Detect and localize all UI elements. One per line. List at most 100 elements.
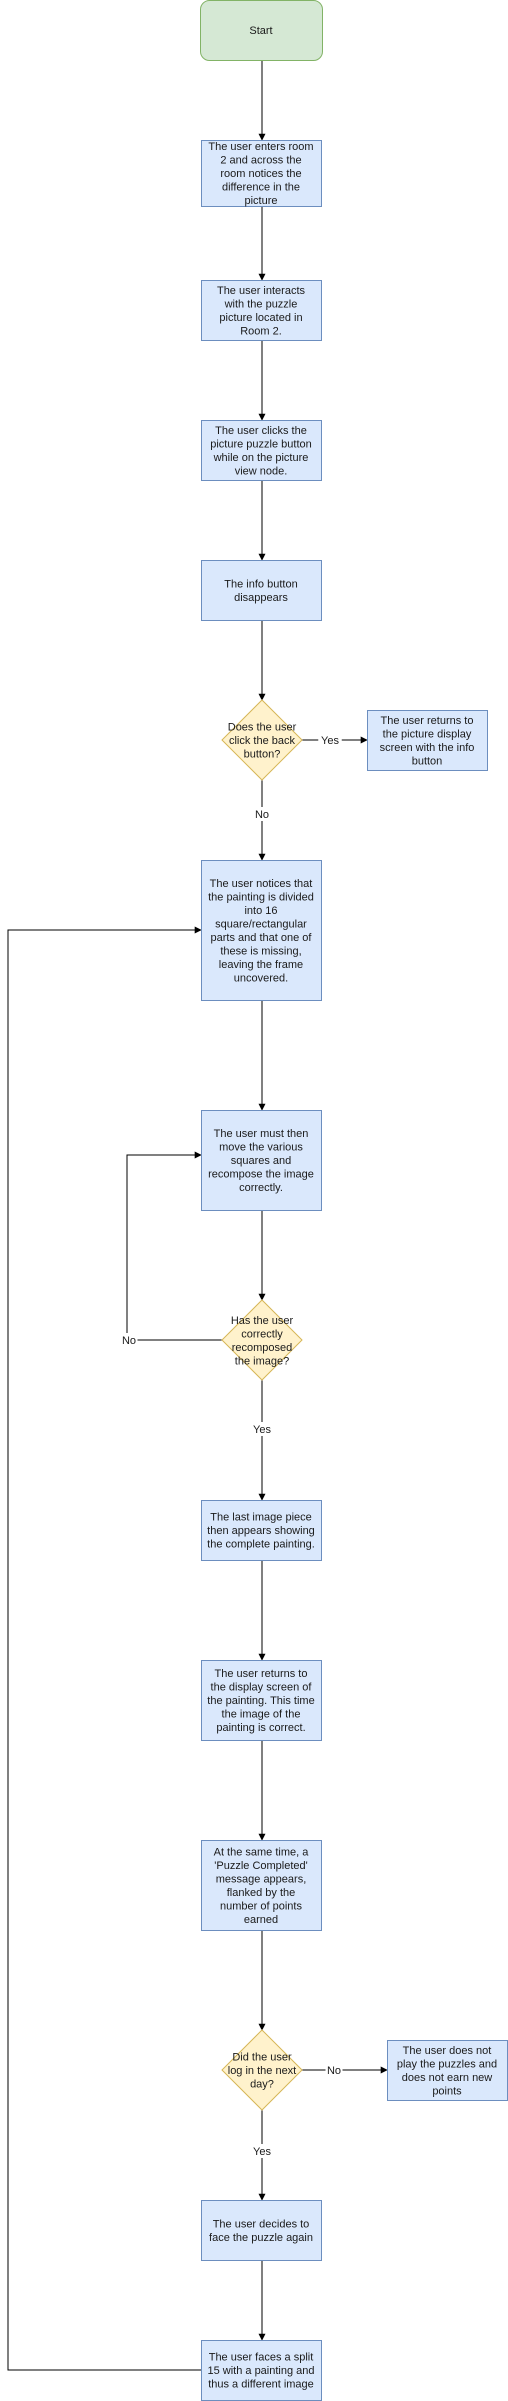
node-start: Start	[200, 0, 323, 61]
node-label-line: while on the picture	[213, 452, 309, 464]
decision-shape	[221, 699, 303, 781]
process-shape	[201, 1660, 322, 1741]
node-label-line: the image?	[235, 1355, 289, 1367]
node-label-line: squares and	[231, 1155, 292, 1167]
node-label-line: recompose the image	[208, 1169, 314, 1181]
process-shape	[387, 2040, 508, 2101]
node-label-line: number of points	[220, 1900, 302, 1912]
node-label-line: the picture display	[383, 728, 472, 740]
process-shape	[201, 1110, 322, 1211]
process-shape	[201, 140, 322, 207]
node-label-line: room notices the	[220, 168, 301, 180]
node-label-line: the complete painting.	[207, 1539, 315, 1551]
edge-label-text: Yes	[253, 2146, 271, 2158]
node-label-line: square/rectangular	[215, 918, 307, 930]
process-shape	[201, 2340, 322, 2401]
edge-label-yes-back: Yes	[318, 733, 342, 747]
node-label-line: points	[432, 2085, 462, 2097]
node-label-line: does not earn new	[402, 2072, 493, 2084]
node-label-line: The user notices that	[210, 878, 313, 890]
node-label-line: The info button	[224, 578, 297, 590]
node-label-line: picture located in	[219, 312, 302, 324]
node-label-line: difference in the	[222, 182, 300, 194]
node-label-line: correctly.	[239, 1182, 283, 1194]
node-label-line: then appears showing	[207, 1525, 315, 1537]
node-label-line: play the puzzles and	[397, 2058, 497, 2070]
node-label-line: At the same time, a	[214, 1846, 310, 1858]
node-label-line: 15 with a painting and	[207, 2365, 314, 2377]
node-label-line: picture	[244, 195, 277, 207]
node-label-line: the painting. This time	[207, 1695, 314, 1707]
node-label-line: correctly	[241, 1328, 283, 1340]
node-label-line: move the various	[219, 1142, 303, 1154]
node-label-line: parts and that one of	[211, 932, 313, 944]
node-label-line: Room 2.	[240, 325, 282, 337]
node-label-line: The user returns to	[381, 715, 474, 727]
process-shape	[201, 1500, 322, 1561]
edge-label-text: Yes	[321, 735, 339, 747]
node-label-line: The user clicks the	[215, 425, 307, 437]
node-puzzle-completed: At the same time, a'Puzzle Completed'mes…	[201, 1840, 322, 1931]
node-label-line: The last image piece	[210, 1512, 312, 1524]
process-shape	[201, 860, 322, 1001]
node-label-line: picture puzzle button	[210, 438, 312, 450]
node-label-line: screen with the info	[380, 742, 475, 754]
node-label-line: Start	[249, 25, 272, 37]
connector-arrow	[7, 926, 202, 2371]
node-label-line: face the puzzle again	[209, 2232, 313, 2244]
process-shape	[201, 280, 322, 341]
process-shape	[201, 1840, 322, 1931]
edge-label-yes-recomposed: Yes	[250, 1422, 274, 1436]
edge-label-yes-next-day: Yes	[250, 2144, 274, 2158]
process-shape	[367, 710, 488, 771]
node-label-line: The user must then	[214, 1128, 309, 1140]
node-label-line: thus a different image	[208, 2379, 314, 2391]
node-label-line: The user faces a split	[209, 2352, 314, 2364]
edges-layer	[7, 60, 388, 2371]
edge-label-no-back: No	[253, 807, 271, 821]
node-label-line: Has the user	[231, 1315, 294, 1327]
node-label-line: The user returns to	[215, 1668, 308, 1680]
node-label-line: the display screen of	[211, 1682, 313, 1694]
connector-arrow	[126, 1151, 222, 1341]
node-label-line: Does the user	[228, 722, 297, 734]
node-label-line: log in the next	[228, 2065, 297, 2077]
node-label-line: The user does not	[403, 2045, 492, 2057]
process-shape	[201, 560, 322, 621]
node-label-line: disappears	[234, 592, 288, 604]
node-label-line: these is missing,	[220, 945, 301, 957]
edge-label-text: No	[122, 1335, 136, 1347]
process-shape	[201, 2200, 322, 2261]
decision-shape	[221, 1299, 303, 1381]
edge-label-no-next-day: No	[325, 2063, 343, 2077]
node-label-line: flanked by the	[227, 1887, 296, 1899]
edge-label-text: Yes	[253, 1424, 271, 1436]
node-move-squares: The user must then move the varioussquare…	[201, 1110, 322, 1211]
node-label-line: day?	[250, 2079, 274, 2091]
node-label-line: 'Puzzle Completed'	[214, 1860, 307, 1872]
node-label-line: button	[412, 755, 443, 767]
edge-label-text: No	[327, 2065, 341, 2077]
node-returns-correct: The user returns to the display screen of…	[201, 1660, 322, 1741]
node-label-line: Did the user	[232, 2052, 292, 2064]
node-label-line: button?	[244, 749, 281, 761]
edge-label-text: No	[255, 809, 269, 821]
start-shape	[200, 0, 323, 61]
node-info-disappears: The info button disappears	[201, 560, 322, 621]
node-label-line: the painting is divided	[208, 891, 314, 903]
node-label-line: painting is correct.	[216, 1722, 305, 1734]
node-label-line: recomposed	[232, 1342, 293, 1354]
